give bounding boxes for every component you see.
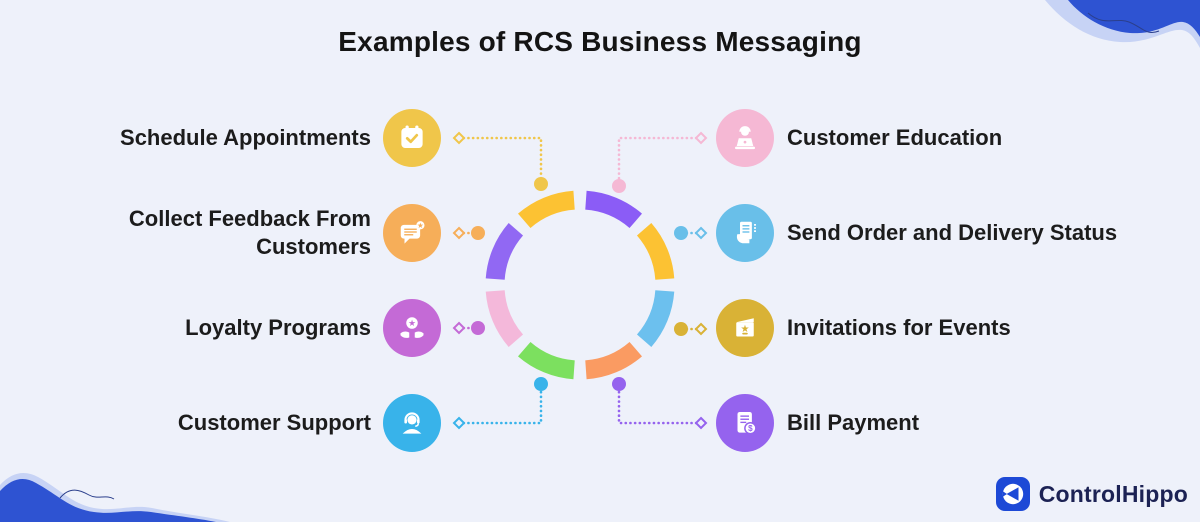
item-label: Customer Support xyxy=(177,410,371,436)
item-label: Customer Education xyxy=(787,125,1003,151)
support-agent-icon xyxy=(383,394,441,452)
item-loyalty-programs: Loyalty Programs ★ xyxy=(0,299,441,357)
item-customer-support: Customer Support xyxy=(0,394,441,452)
item-label: Schedule Appointments xyxy=(120,125,371,151)
calendar-check-icon xyxy=(383,109,441,167)
item-invitations-events: ★ Invitations for Events xyxy=(716,299,1011,357)
item-bill-payment: $ Bill Payment xyxy=(716,394,919,452)
loyalty-hands-badge-icon: ★ xyxy=(383,299,441,357)
item-customer-education: Customer Education xyxy=(716,109,1002,167)
item-collect-feedback: Collect Feedback From Customers ★ xyxy=(0,204,441,262)
controlhippo-logo-text: ControlHippo xyxy=(1038,480,1188,507)
svg-text:★: ★ xyxy=(417,221,424,230)
svg-text:★: ★ xyxy=(408,319,416,329)
controlhippo-logo: ControlHippo xyxy=(995,477,1188,511)
svg-text:$: $ xyxy=(748,424,753,433)
item-label: Loyalty Programs xyxy=(185,315,371,341)
top-right-wave-decoration xyxy=(1045,0,1200,48)
item-send-order-status: Send Order and Delivery Status xyxy=(716,204,1117,262)
controlhippo-logo-mark xyxy=(995,477,1030,511)
svg-text:★: ★ xyxy=(741,324,750,335)
item-label: Send Order and Delivery Status xyxy=(787,220,1118,246)
page-title: Examples of RCS Business Messaging xyxy=(338,26,862,57)
online-learning-icon xyxy=(716,109,774,167)
invitation-card-icon: ★ xyxy=(716,299,774,357)
order-receipt-icon xyxy=(716,204,774,262)
item-label: Invitations for Events xyxy=(787,315,1011,341)
feedback-chat-icon: ★ xyxy=(383,204,441,262)
item-label: Collect Feedback From Customers xyxy=(128,206,371,259)
item-label: Bill Payment xyxy=(787,410,920,436)
bottom-left-wave-decoration xyxy=(0,473,230,522)
item-schedule-appointments: Schedule Appointments xyxy=(0,109,441,167)
bill-payment-icon: $ xyxy=(716,394,774,452)
